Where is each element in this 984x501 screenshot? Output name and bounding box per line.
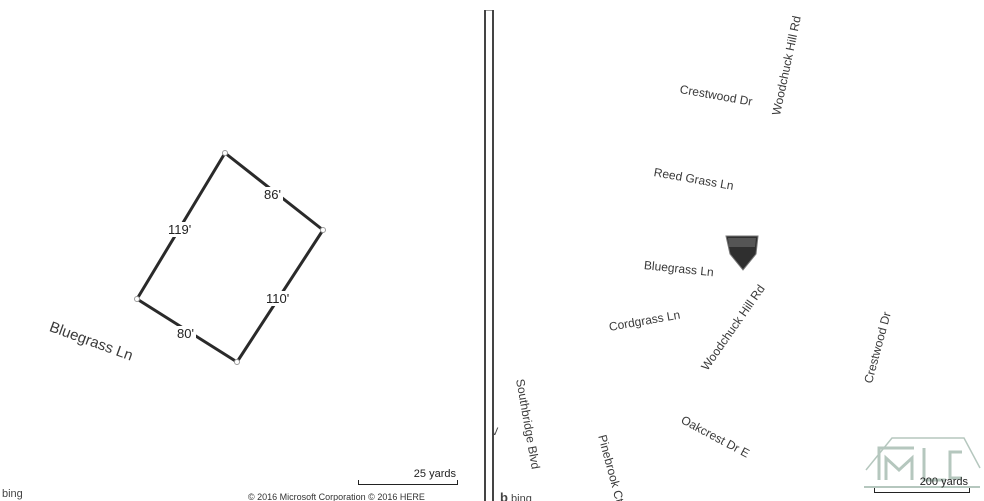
- panel-divider: [484, 10, 486, 501]
- dimension-right: 110': [264, 291, 292, 306]
- dimension-left: 119': [166, 222, 194, 237]
- dimension-bottom: 80': [175, 326, 196, 341]
- edge-mark: V: [494, 426, 499, 438]
- location-pin-icon[interactable]: [494, 0, 984, 501]
- parcel-map-panel[interactable]: 86' 119' 110' 80' Bluegrass Ln 25 yards …: [0, 0, 484, 501]
- neighborhood-map-panel[interactable]: Crestwood Dr Woodchuck Hill Rd Reed Gras…: [494, 0, 984, 501]
- copyright-text: © 2016 Microsoft Corporation © 2016 HERE: [248, 492, 425, 501]
- smlc-logo: [864, 437, 981, 488]
- scale-bar-line: [358, 480, 458, 485]
- panel-divider-inner: [492, 10, 494, 501]
- scale-label: 200 yards: [919, 476, 968, 488]
- bing-logo: bing: [2, 488, 23, 500]
- parcel-outline: [134, 150, 326, 365]
- scale-bar: 200 yards: [874, 476, 970, 493]
- dimension-top: 86': [262, 187, 283, 202]
- bing-logo: b bing: [500, 490, 532, 501]
- bing-logo-text: bing: [511, 493, 532, 501]
- scale-bar: 25 yards: [358, 468, 458, 485]
- scale-label: 25 yards: [413, 468, 456, 480]
- scale-bar-line: [874, 488, 970, 493]
